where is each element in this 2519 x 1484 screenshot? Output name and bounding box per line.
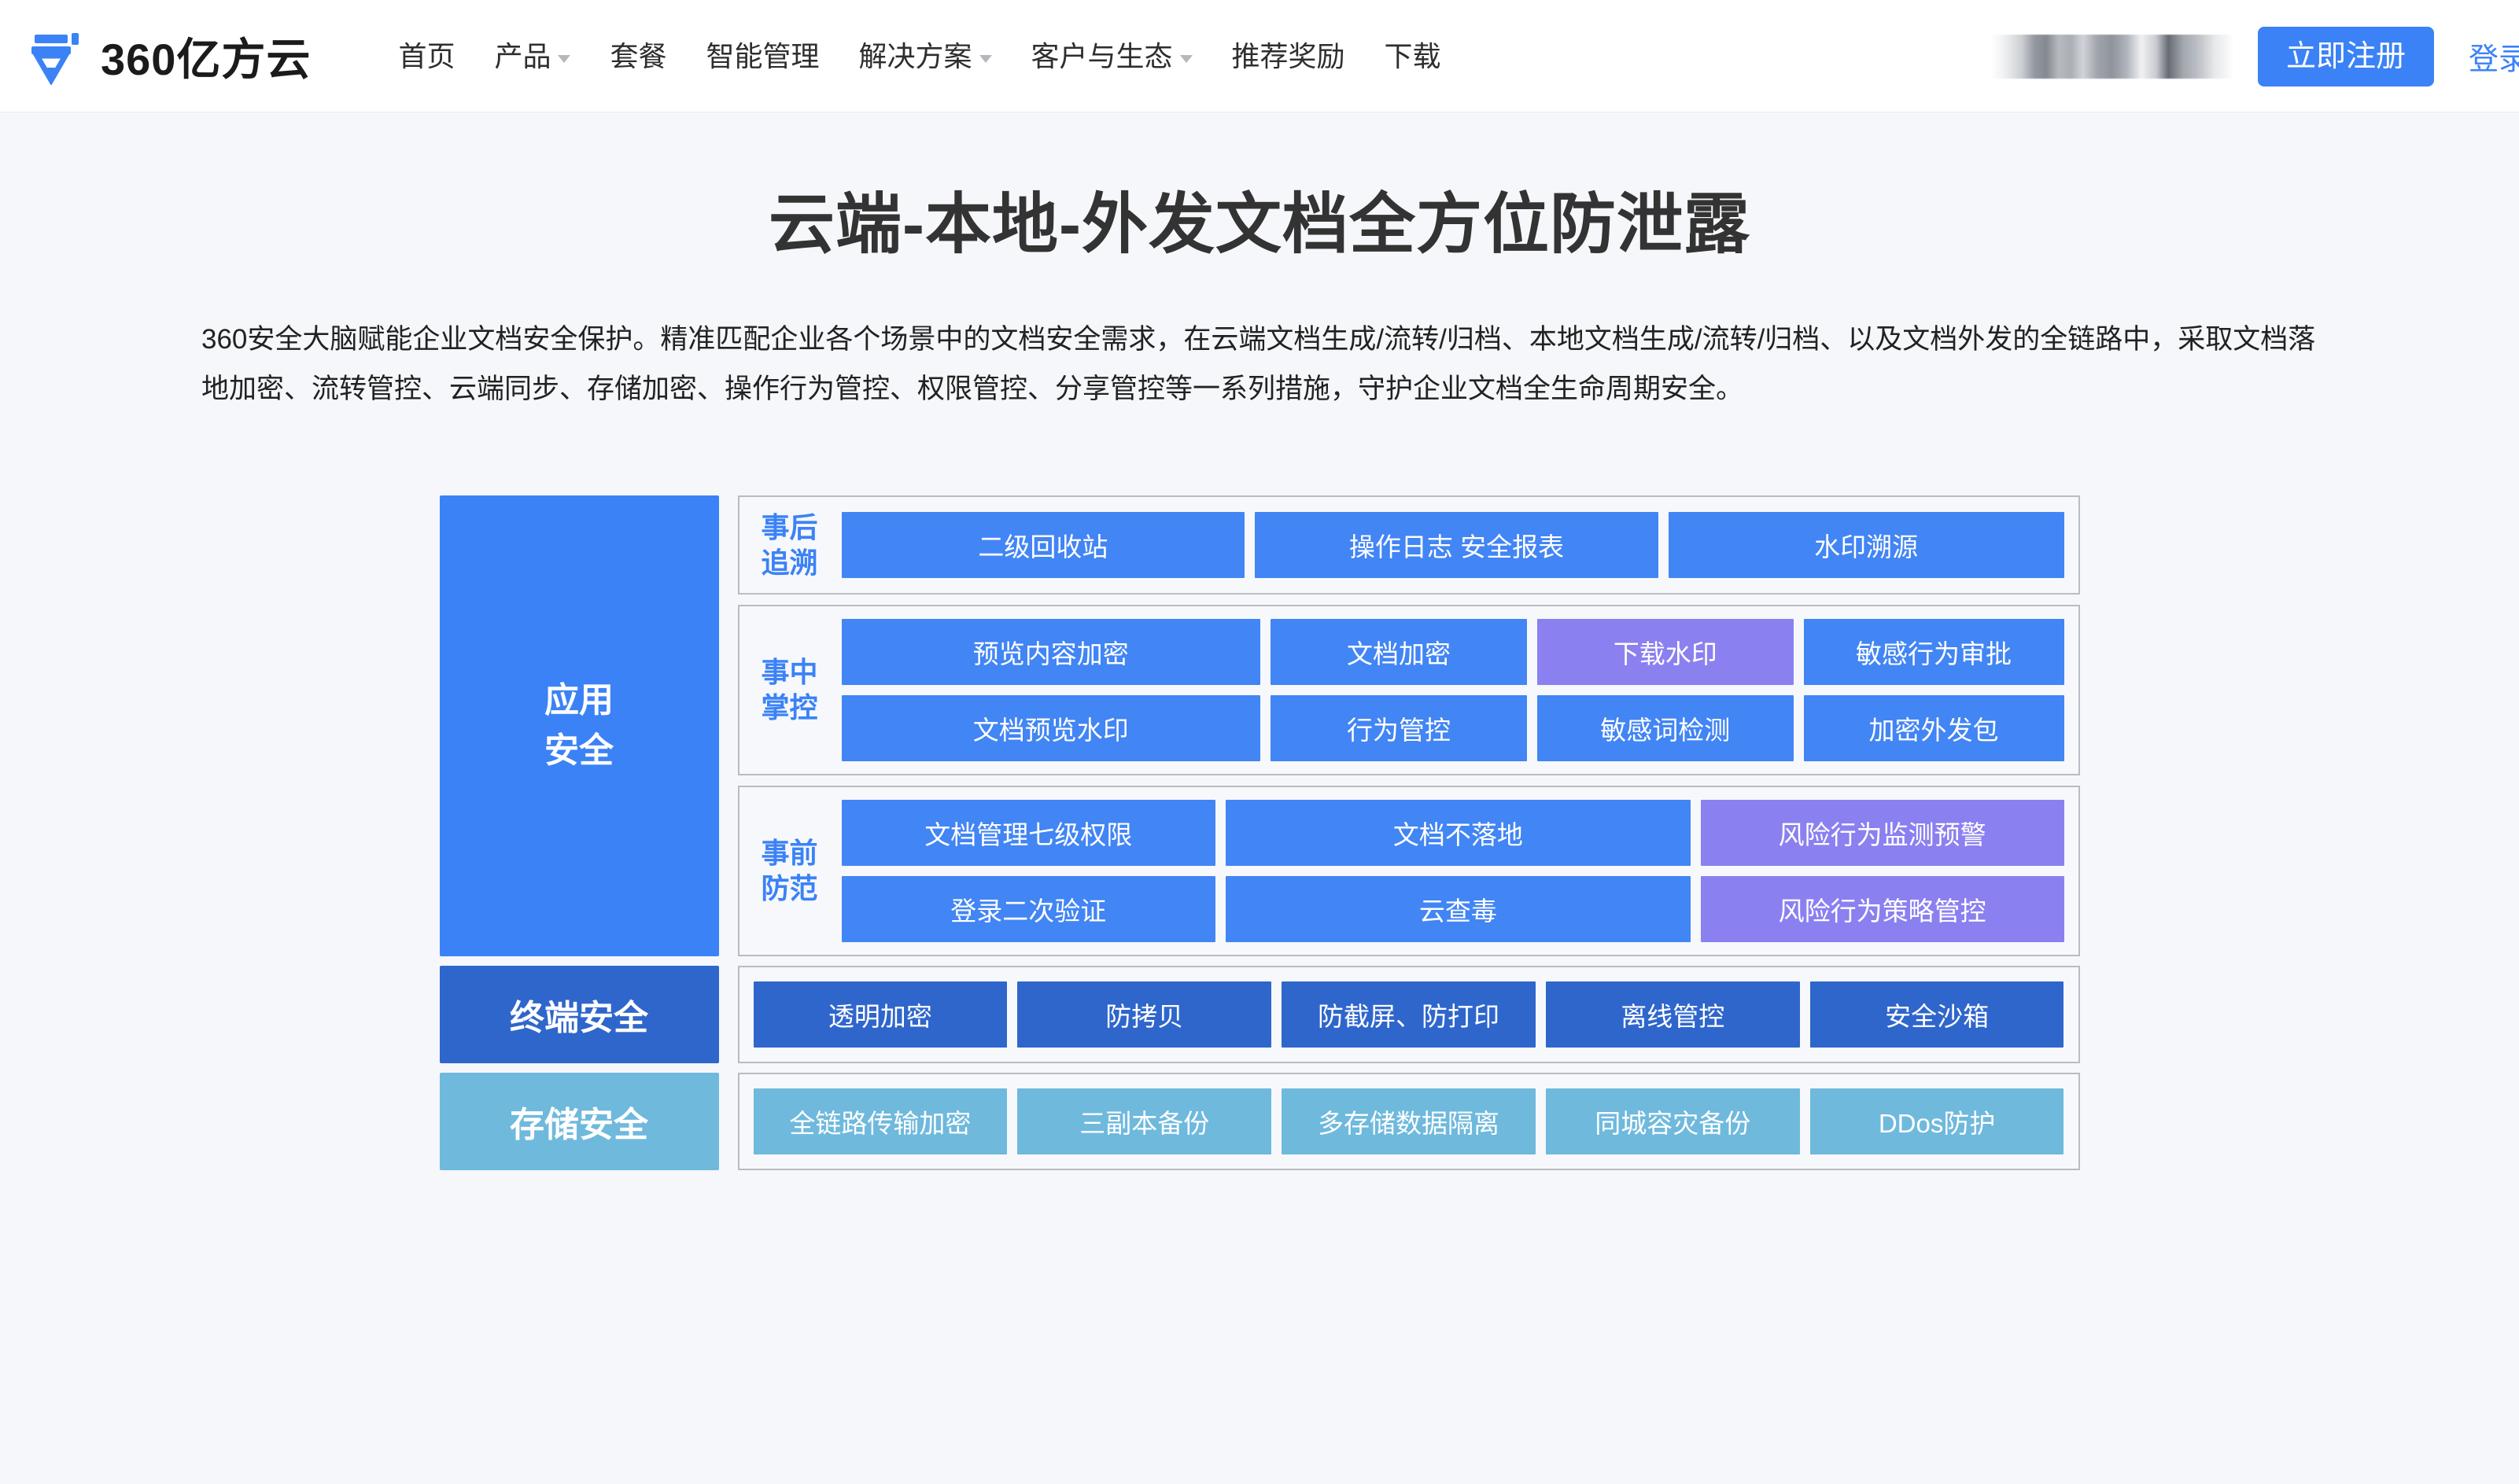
phase-post-incident: 事后 追溯 二级回收站 操作日志 安全报表 水印溯源 (737, 495, 2080, 595)
brand-logo[interactable]: 360亿方云 (28, 24, 311, 88)
tile-operation-log-security-report[interactable]: 操作日志 安全报表 (1255, 511, 1658, 578)
register-button[interactable]: 立即注册 (2257, 26, 2434, 87)
phase-stack: 事后 追溯 二级回收站 操作日志 安全报表 水印溯源 事中 掌控 (737, 495, 2080, 956)
phase-tiles-in-progress-control: 预览内容加密 文档加密 下载水印 敏感行为审批 文档预览水印 行为管控 敏感词检… (841, 618, 2064, 761)
app-sec-line-1: 应用 (544, 681, 614, 720)
tile-risk-behavior-monitoring-alert[interactable]: 风险行为监测预警 (1700, 799, 2064, 866)
nav-label: 推荐奖励 (1231, 39, 1345, 72)
nav-item-referral-rewards[interactable]: 推荐奖励 (1212, 0, 1365, 112)
tile-triple-replica-backup[interactable]: 三副本备份 (1017, 1088, 1272, 1154)
endpoint-security-section: 终端安全 透明加密 防拷贝 防截屏、防打印 离线管控 安全沙箱 (439, 965, 2080, 1063)
page-body: 云端-本地-外发文档全方位防泄露 360安全大脑赋能企业文档安全保护。精准匹配企… (0, 112, 2519, 1484)
nav-item-products[interactable]: 产品 (474, 0, 590, 112)
tile-sensitive-word-detection[interactable]: 敏感词检测 (1536, 694, 1794, 761)
nav-item-packages[interactable]: 套餐 (590, 0, 686, 112)
chevron-down-icon (1179, 55, 1193, 63)
tile-document-encryption[interactable]: 文档加密 (1271, 618, 1527, 685)
nav-label: 客户与生态 (1031, 39, 1173, 72)
tile-multi-storage-data-isolation[interactable]: 多存储数据隔离 (1282, 1088, 1536, 1154)
phase-tiles-post-incident: 二级回收站 操作日志 安全报表 水印溯源 (841, 511, 2064, 578)
tile-full-link-transport-encryption[interactable]: 全链路传输加密 (753, 1088, 1008, 1154)
brand-name: 360亿方云 (101, 34, 312, 84)
redacted-contact-phone (1990, 34, 2234, 79)
main-navigation: 首页 产品 套餐 智能管理 解决方案 客户与生态 推荐奖励 下载 (378, 0, 1460, 112)
nav-label: 首页 (398, 39, 455, 72)
application-security-section: 应用 安全 事后 追溯 二级回收站 操作日志 安全报表 水印溯源 (439, 495, 2080, 956)
phase-label-line-2: 掌控 (761, 691, 818, 724)
page-title: 云端-本地-外发文档全方位防泄露 (769, 187, 1750, 261)
tile-anti-copy[interactable]: 防拷贝 (1017, 981, 1272, 1048)
nav-item-home[interactable]: 首页 (378, 0, 474, 112)
tile-offline-control[interactable]: 离线管控 (1545, 981, 1800, 1048)
login-link[interactable]: 登录 (2468, 43, 2519, 76)
tile-same-city-disaster-backup[interactable]: 同城容灾备份 (1545, 1088, 1800, 1154)
nav-label: 智能管理 (706, 39, 820, 72)
tile-risk-behavior-policy-control[interactable]: 风险行为策略管控 (1700, 875, 2064, 942)
phase-label-in-progress-control: 事中 掌控 (754, 654, 826, 725)
application-security-label: 应用 安全 (439, 495, 719, 956)
phase-label-line-1: 事前 (761, 837, 818, 870)
header-actions: 立即注册 登录 (1990, 0, 2519, 112)
chevron-down-icon (558, 55, 571, 63)
storage-security-label: 存储安全 (439, 1072, 719, 1170)
storage-security-tiles: 全链路传输加密 三副本备份 多存储数据隔离 同城容灾备份 DDos防护 (737, 1072, 2080, 1170)
tile-security-sandbox[interactable]: 安全沙箱 (1809, 981, 2064, 1048)
chevron-down-icon (979, 55, 992, 63)
nav-item-solutions[interactable]: 解决方案 (839, 0, 1012, 112)
phase-label-post-incident: 事后 追溯 (754, 510, 826, 580)
yifangyun-pen-logo-icon (28, 27, 87, 85)
endpoint-security-label: 终端安全 (439, 965, 719, 1063)
phase-preventive: 事前 防范 文档管理七级权限 文档不落地 风险行为监测预警 登录二次验证 云查毒… (737, 785, 2080, 956)
storage-security-section: 存储安全 全链路传输加密 三副本备份 多存储数据隔离 同城容灾备份 DDos防护 (439, 1072, 2080, 1170)
nav-item-download[interactable]: 下载 (1365, 0, 1461, 112)
tile-download-watermark[interactable]: 下载水印 (1536, 618, 1794, 685)
endpoint-security-tiles: 透明加密 防拷贝 防截屏、防打印 离线管控 安全沙箱 (737, 965, 2080, 1063)
nav-label: 解决方案 (858, 39, 972, 72)
tile-cloud-antivirus[interactable]: 云查毒 (1225, 875, 1691, 942)
nav-label: 套餐 (610, 39, 667, 72)
nav-item-smart-management[interactable]: 智能管理 (686, 0, 839, 112)
tile-transparent-encryption[interactable]: 透明加密 (753, 981, 1008, 1048)
nav-item-customers-ecosystem[interactable]: 客户与生态 (1012, 0, 1212, 112)
tile-login-two-factor[interactable]: 登录二次验证 (841, 875, 1215, 942)
tile-behavior-control[interactable]: 行为管控 (1271, 694, 1527, 761)
nav-label: 产品 (494, 39, 551, 72)
site-header: 360亿方云 首页 产品 套餐 智能管理 解决方案 客户与生态 推荐奖励 下载 (0, 0, 2519, 112)
app-sec-line-2: 安全 (544, 731, 614, 770)
phase-label-line-1: 事中 (761, 656, 818, 689)
phase-label-line-2: 追溯 (761, 546, 818, 579)
tile-encrypted-outbound-package[interactable]: 加密外发包 (1803, 694, 2064, 761)
page-description: 360安全大脑赋能企业文档安全保护。精准匹配企业各个场景中的文档安全需求，在云端… (201, 324, 2316, 404)
nav-label: 下载 (1384, 39, 1441, 72)
tile-document-preview-watermark[interactable]: 文档预览水印 (841, 694, 1261, 761)
tile-no-local-document-landing[interactable]: 文档不落地 (1225, 799, 1691, 866)
tile-ddos-protection[interactable]: DDos防护 (1809, 1088, 2064, 1154)
tile-secondary-recycle-bin[interactable]: 二级回收站 (841, 511, 1245, 578)
phase-label-line-2: 防范 (761, 872, 818, 905)
tile-seven-level-permissions[interactable]: 文档管理七级权限 (841, 799, 1215, 866)
tile-preview-content-encryption[interactable]: 预览内容加密 (841, 618, 1261, 685)
phase-in-progress-control: 事中 掌控 预览内容加密 文档加密 下载水印 敏感行为审批 文档预览水印 行为管… (737, 604, 2080, 775)
phase-label-line-1: 事后 (761, 510, 818, 543)
phase-tiles-preventive: 文档管理七级权限 文档不落地 风险行为监测预警 登录二次验证 云查毒 风险行为策… (841, 799, 2064, 942)
tile-sensitive-action-approval[interactable]: 敏感行为审批 (1803, 618, 2064, 685)
security-architecture-diagram: 应用 安全 事后 追溯 二级回收站 操作日志 安全报表 水印溯源 (439, 495, 2080, 1170)
tile-watermark-tracing[interactable]: 水印溯源 (1668, 511, 2064, 578)
phase-label-preventive: 事前 防范 (754, 835, 826, 906)
tile-anti-screenshot-anti-print[interactable]: 防截屏、防打印 (1282, 981, 1536, 1048)
